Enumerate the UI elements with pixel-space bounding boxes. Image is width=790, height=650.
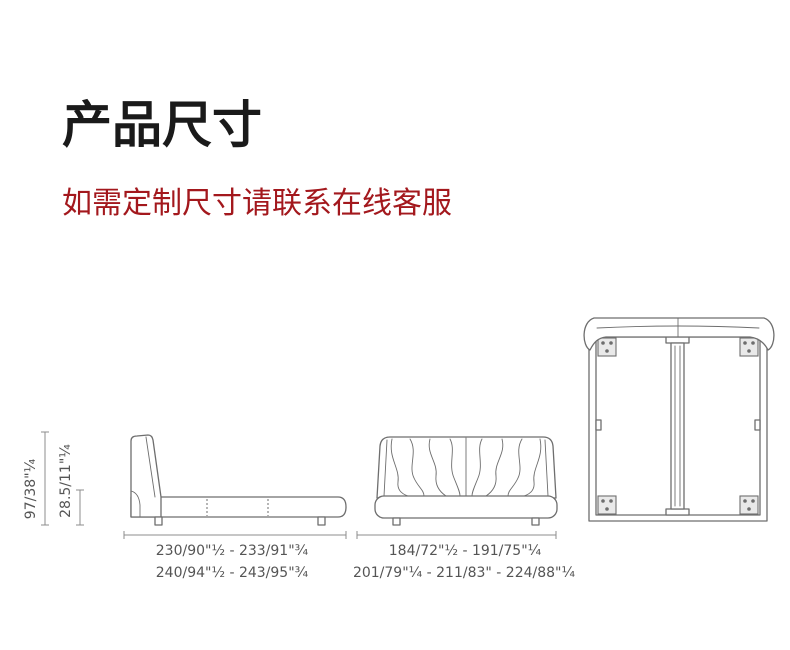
top-view-drawing xyxy=(583,317,775,522)
screw xyxy=(747,349,751,353)
pleat xyxy=(390,438,409,497)
front-view-base xyxy=(374,495,558,519)
screw xyxy=(601,341,605,345)
base-height-label: 28.5/11"¼ xyxy=(58,444,74,518)
front-view-headboard xyxy=(376,436,557,499)
top-view-side-tab-right xyxy=(754,419,761,431)
front-view-pleats xyxy=(390,438,542,497)
screw xyxy=(747,507,751,511)
pleat xyxy=(409,438,425,497)
bracket-plate xyxy=(597,337,617,357)
front-view-leg-right xyxy=(531,517,540,526)
width-dimension-line xyxy=(356,531,557,539)
length-dimension-line xyxy=(123,531,347,539)
corner-bracket-top-right xyxy=(739,337,759,357)
bracket-plate xyxy=(739,337,759,357)
pleat xyxy=(523,438,542,497)
front-view-leg-left xyxy=(392,517,401,526)
custom-size-notice: 如需定制尺寸请联系在线客服 xyxy=(62,186,452,221)
height-dimensions: 97/38"¼ 28.5/11"¼ xyxy=(23,431,84,526)
screw xyxy=(609,499,613,503)
screw xyxy=(743,341,747,345)
corner-bracket-top-left xyxy=(597,337,617,357)
bracket-plate xyxy=(739,495,759,515)
screw xyxy=(751,341,755,345)
pleat xyxy=(471,438,483,497)
front-view-side-panel-left xyxy=(383,439,388,497)
base-height-dimension-line xyxy=(76,489,84,526)
width-dimension: 184/72"½ - 191/75"¼ 201/79"¼ - 211/83" -… xyxy=(353,531,576,581)
center-beam-body xyxy=(670,342,685,510)
front-view-drawing xyxy=(374,436,558,526)
page-title: 产品尺寸 xyxy=(62,96,262,154)
total-height-dimension-line xyxy=(41,431,49,526)
corner-bracket-bottom-left xyxy=(597,495,617,515)
side-view-drawing xyxy=(130,434,347,526)
pleat xyxy=(507,438,523,497)
screw xyxy=(609,341,613,345)
length-label-standard: 230/90"½ - 233/91"¾ xyxy=(156,543,309,559)
top-view-side-tab-left xyxy=(595,419,602,431)
screw xyxy=(605,507,609,511)
side-view-headboard-seam xyxy=(145,436,156,498)
center-beam-bottom-flange xyxy=(665,508,690,516)
front-view-side-panel-right xyxy=(544,439,549,497)
width-label-standard: 184/72"½ - 191/75"¼ xyxy=(389,543,542,559)
side-view-headboard xyxy=(130,434,162,518)
screw xyxy=(751,499,755,503)
side-view-leg-head xyxy=(154,516,163,526)
screw xyxy=(601,499,605,503)
center-beam-top-flange xyxy=(665,336,690,344)
pleat xyxy=(428,438,447,497)
pleat xyxy=(449,438,461,497)
pleat xyxy=(485,438,504,497)
bracket-plate xyxy=(597,495,617,515)
length-dimension: 230/90"½ - 233/91"¾ 240/94"½ - 243/95"¾ xyxy=(123,531,347,581)
screw xyxy=(605,349,609,353)
side-view-headboard-foot xyxy=(130,490,141,518)
screw xyxy=(743,499,747,503)
length-label-large: 240/94"½ - 243/95"¾ xyxy=(156,565,309,581)
center-beam-inner-lines xyxy=(674,345,681,507)
corner-bracket-bottom-right xyxy=(739,495,759,515)
width-label-large: 201/79"¼ - 211/83" - 224/88"¼ xyxy=(353,565,576,581)
side-view-leg-foot xyxy=(317,516,326,526)
side-view-base xyxy=(130,496,347,518)
total-height-label: 97/38"¼ xyxy=(23,458,39,519)
top-view-center-beam xyxy=(665,336,690,516)
top-view-headboard xyxy=(583,317,775,351)
